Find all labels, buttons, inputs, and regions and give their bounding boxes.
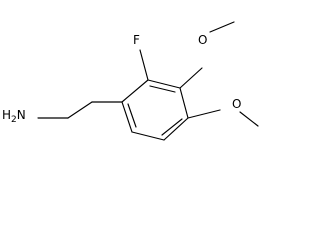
upper-methoxy-group: O (179, 21, 235, 89)
amine-label: H2N (2, 108, 26, 125)
amine-hydrogen-label: H (2, 108, 11, 122)
ring-bond-c5-c6 (131, 131, 165, 141)
lower-methoxy-oxygen-label: O (232, 97, 241, 111)
ring-bond-c1-c2 (121, 79, 149, 103)
ring-bond-c6-c1 (121, 101, 133, 133)
fluorine-label: F (133, 33, 140, 47)
bond-o-upper-methyl (209, 21, 235, 33)
ring-bond-c2-c3 (147, 79, 181, 89)
bond-o-lower-methyl (239, 111, 259, 127)
bond-ch2-ch2 (67, 101, 93, 119)
ethylamine-chain: H2N (2, 101, 123, 125)
molecule-diagram: F O O H2N (2, 21, 259, 141)
lower-methoxy-group: O (187, 97, 259, 127)
bond-c4-o-lower (187, 109, 221, 119)
fluorine-substituent: F (133, 33, 149, 81)
ring-double-bond-c2-c3 (149, 85, 176, 93)
ring-double-bond-c4-c5 (161, 118, 183, 136)
ring-bond-c4-c5 (163, 117, 189, 141)
bond-c2-f (139, 49, 149, 81)
bond-c3-o-upper (179, 67, 203, 89)
ring-double-bond-c1-c6 (127, 103, 137, 128)
amine-nitrogen-label: N (17, 108, 26, 122)
ring-bond-c3-c4 (179, 87, 189, 119)
benzene-ring (121, 79, 189, 141)
amine-hydrogen-subscript: 2 (11, 115, 17, 125)
upper-methoxy-oxygen-label: O (198, 33, 207, 47)
